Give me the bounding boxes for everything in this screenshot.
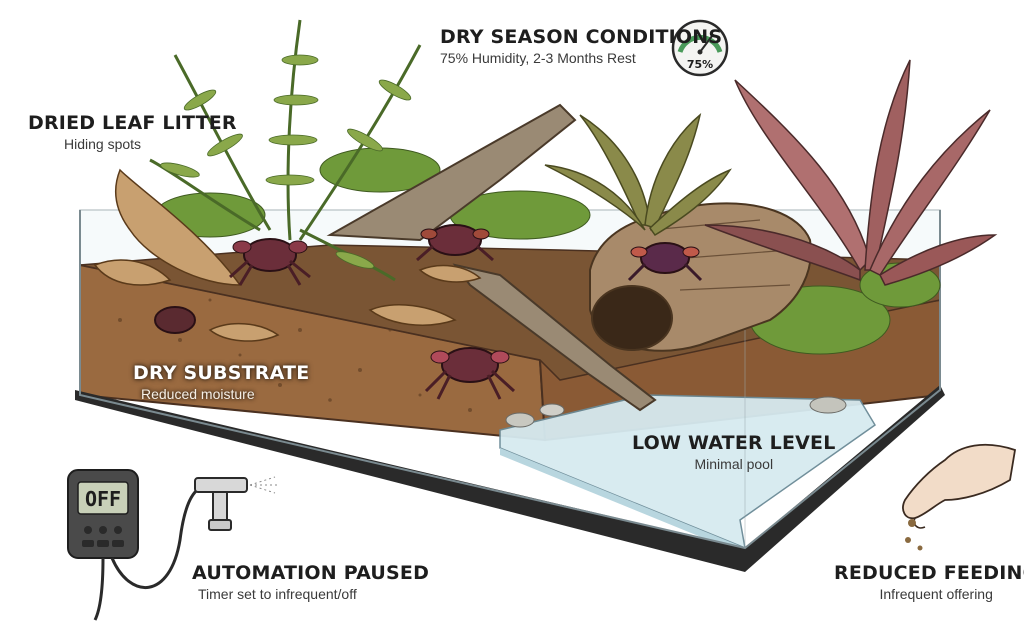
humidity-gauge-icon: 75% (671, 19, 729, 77)
feeding-title: REDUCED FEEDING (834, 562, 1024, 584)
feeding-subtitle: Infrequent offering (879, 586, 993, 602)
water-callout: LOW WATER LEVEL Minimal pool (632, 432, 836, 472)
dry-season-subtitle: 75% Humidity, 2-3 Months Rest (440, 50, 636, 66)
leaf-litter-subtitle: Hiding spots (64, 136, 142, 152)
small-bromeliad-plant (544, 113, 732, 236)
timer-display: OFF (85, 487, 121, 511)
gauge-value: 75% (687, 58, 713, 71)
substrate-subtitle: Reduced moisture (141, 386, 255, 402)
substrate-callout: DRY SUBSTRATE Reduced moisture (133, 362, 309, 402)
crab-icon (154, 224, 703, 400)
substrate-title: DRY SUBSTRATE (133, 362, 310, 384)
dried-leaf-litter (93, 168, 482, 342)
timer-controller-icon: OFF (67, 469, 211, 621)
leaf-litter-callout: DRIED LEAF LITTER Hiding spots (28, 112, 237, 152)
feeding-callout: REDUCED FEEDING Infrequent offering (834, 562, 1024, 602)
driftwood (326, 103, 657, 412)
bromeliad-plant (704, 59, 998, 286)
hand-feeding-icon (902, 443, 1017, 551)
misting-nozzle-icon (194, 476, 278, 531)
automation-title: AUTOMATION PAUSED (192, 562, 430, 584)
automation-callout: AUTOMATION PAUSED Timer set to infrequen… (192, 562, 429, 602)
automation-subtitle: Timer set to infrequent/off (198, 586, 357, 602)
water-title: LOW WATER LEVEL (632, 432, 836, 454)
dry-season-callout: DRY SEASON CONDITIONS 75% Humidity, 2-3 … (440, 26, 722, 66)
water-subtitle: Minimal pool (694, 456, 774, 472)
leaf-litter-title: DRIED LEAF LITTER (28, 112, 237, 134)
dry-season-title: DRY SEASON CONDITIONS (440, 26, 723, 48)
